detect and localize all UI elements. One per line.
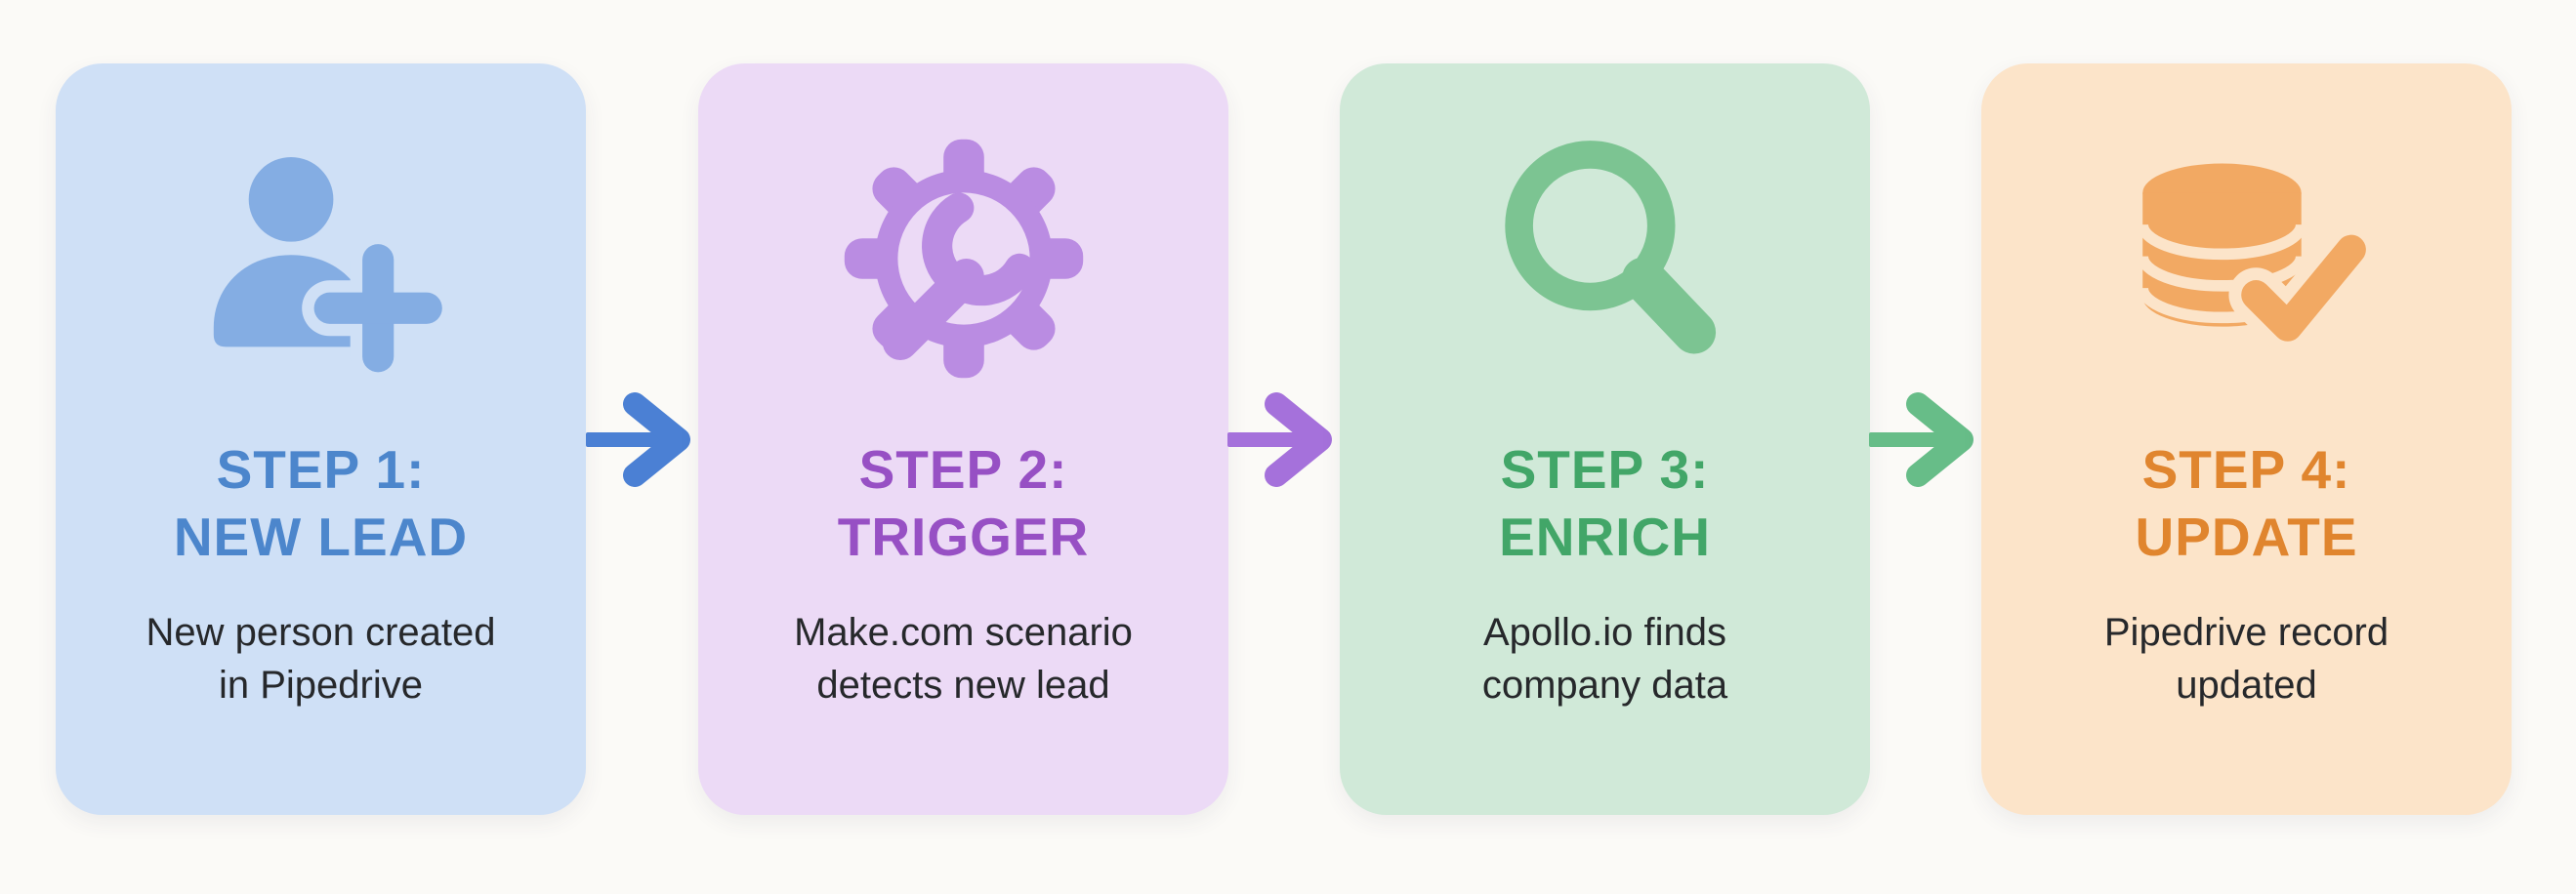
arrow-right-icon: [1227, 381, 1340, 499]
database-check-icon: [2136, 163, 2374, 354]
arrow-right-icon: [1869, 392, 1974, 487]
person-add-icon: [194, 132, 448, 386]
step-3-title: STEP 3: ENRICH: [1499, 439, 1711, 567]
step-1-title: STEP 1: NEW LEAD: [173, 439, 469, 567]
step-3-card: STEP 3: ENRICH Apollo.io finds company d…: [1340, 63, 1870, 815]
database-check-icon: [2120, 132, 2374, 386]
person-add-icon: [213, 157, 448, 385]
step-4-description: Pipedrive record updated: [2103, 611, 2389, 707]
gear-wrench-icon: [837, 132, 1091, 386]
magnifier-icon: [1478, 132, 1732, 386]
step-3-description: Apollo.io finds company data: [1481, 611, 1728, 707]
magnifier-icon: [1504, 141, 1716, 354]
step-2-title: STEP 2: TRIGGER: [837, 439, 1090, 567]
step-4-title: STEP 4: UPDATE: [2135, 439, 2358, 567]
arrow-right-icon: [586, 392, 690, 487]
arrow-right-icon: [586, 381, 698, 499]
step-2-card: STEP 2: TRIGGER Make.com scenario detect…: [698, 63, 1228, 815]
arrow-right-icon: [1227, 392, 1332, 487]
step-1-card: STEP 1: NEW LEAD New person created in P…: [56, 63, 586, 815]
step-2-description: Make.com scenario detects new lead: [794, 611, 1133, 707]
gear-wrench-icon: [844, 139, 1083, 379]
step-4-card: STEP 4: UPDATE Pipedrive record updated: [1981, 63, 2512, 815]
arrow-right-icon: [1869, 381, 1981, 499]
step-1-description: New person created in Pipedrive: [145, 611, 496, 707]
